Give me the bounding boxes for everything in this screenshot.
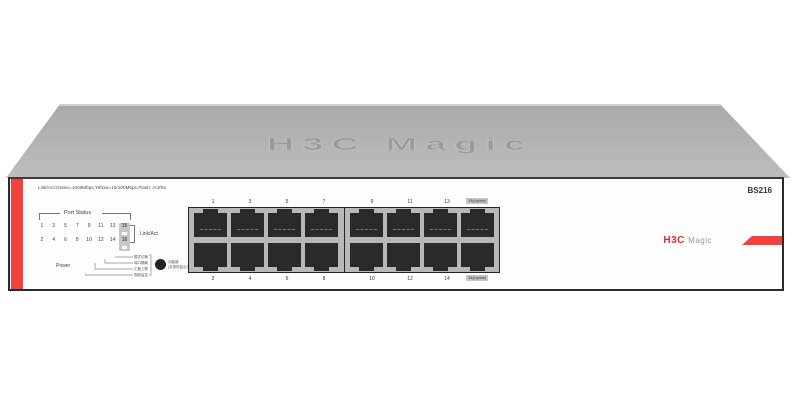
mode-option: 模式切换 xyxy=(134,255,148,259)
port-group-right xyxy=(344,207,500,273)
led-row-odd: 1 3 5 7 9 11 13 15 xyxy=(36,223,131,237)
mode-indicator-lines xyxy=(85,254,152,276)
function-button-caption: 功能键 (长按恢复出厂) xyxy=(168,260,191,270)
port-label: 12 xyxy=(407,276,413,282)
front-panel: Link/Act:Green=1000Mbps,Yellow=10/100Mbp… xyxy=(8,177,784,291)
rj45-port-6[interactable] xyxy=(268,243,301,271)
led-label: 4 xyxy=(52,237,56,243)
rj45-port-16[interactable] xyxy=(461,243,494,271)
led-label: 10 xyxy=(86,237,92,243)
uplink-label: 15(Uplink) xyxy=(466,198,489,204)
port-label: 14 xyxy=(444,276,450,282)
rj45-port-8[interactable] xyxy=(305,243,338,271)
link-act-bracket xyxy=(130,225,135,243)
rj45-port-15[interactable] xyxy=(461,209,494,237)
port-label: 7 xyxy=(322,199,326,205)
brand-logo: H3C Magic xyxy=(663,235,712,246)
port-label: 13 xyxy=(444,199,450,205)
rj45-port-10[interactable] xyxy=(350,243,383,271)
brand-red-stripe xyxy=(742,236,782,245)
red-accent-strip xyxy=(11,179,23,289)
led-label: 2 xyxy=(40,237,44,243)
led-label: 1 xyxy=(40,223,44,229)
uplink-label: 16(Uplink) xyxy=(466,275,489,281)
port-status-title: Port Status xyxy=(64,210,92,216)
led-legend: Link/Act:Green=1000Mbps,Yellow=10/100Mbp… xyxy=(38,185,167,190)
led-label: 11 xyxy=(98,223,104,229)
rj45-port-1[interactable] xyxy=(194,209,227,237)
led-label: 13 xyxy=(109,223,116,229)
led-label: 7 xyxy=(75,223,79,229)
rj45-port-11[interactable] xyxy=(387,209,420,237)
led-row-even: 2 4 6 8 10 12 14 16 xyxy=(36,237,131,251)
led-uplink-16: 16 xyxy=(118,237,131,251)
power-label: Power xyxy=(56,263,71,269)
rj45-port-7[interactable] xyxy=(305,209,338,237)
brand-suffix: Magic xyxy=(688,236,712,245)
model-label: BS216 xyxy=(747,186,772,195)
led-label: 9 xyxy=(87,223,91,229)
rj45-port-12[interactable] xyxy=(387,243,420,271)
caption-line: 功能键 xyxy=(168,260,179,264)
caption-line: (长按恢复出厂) xyxy=(168,265,192,269)
rj45-port-9[interactable] xyxy=(350,209,383,237)
led-uplink-15: 15 xyxy=(118,223,131,237)
function-button[interactable] xyxy=(155,259,166,270)
led-label: 6 xyxy=(64,237,67,243)
brand-name: H3C xyxy=(663,235,685,246)
port-label: 2 xyxy=(211,276,215,282)
led-label: 8 xyxy=(75,237,79,243)
rj45-port-4[interactable] xyxy=(231,243,264,271)
led-label: 14 xyxy=(109,237,116,243)
port-label: 4 xyxy=(248,276,252,282)
rj45-port-block xyxy=(188,207,500,273)
port-label: 1 xyxy=(211,199,215,205)
port-label: 8 xyxy=(322,276,326,282)
led-label: 3 xyxy=(52,223,56,229)
rj45-port-13[interactable] xyxy=(424,209,457,237)
link-act-label: Link/Act xyxy=(140,231,158,237)
mode-option: 端口隔离 xyxy=(134,261,148,265)
mode-option: 汇聚上联 xyxy=(134,267,148,271)
port-label: 5 xyxy=(285,199,289,205)
port-label: 9 xyxy=(370,199,374,205)
mode-option: 视频监控 xyxy=(134,273,148,277)
rj45-port-3[interactable] xyxy=(231,209,264,237)
lid-logo-emboss: H3C Magic xyxy=(267,135,533,154)
port-label: 3 xyxy=(248,199,252,205)
rj45-port-14[interactable] xyxy=(424,243,457,271)
rj45-port-5[interactable] xyxy=(268,209,301,237)
port-label: 6 xyxy=(285,276,289,282)
port-group-left xyxy=(188,207,345,273)
rj45-port-2[interactable] xyxy=(194,243,227,271)
led-label: 12 xyxy=(98,237,104,243)
port-label: 10 xyxy=(369,276,375,282)
port-label: 11 xyxy=(407,199,413,205)
led-label: 5 xyxy=(64,223,67,229)
